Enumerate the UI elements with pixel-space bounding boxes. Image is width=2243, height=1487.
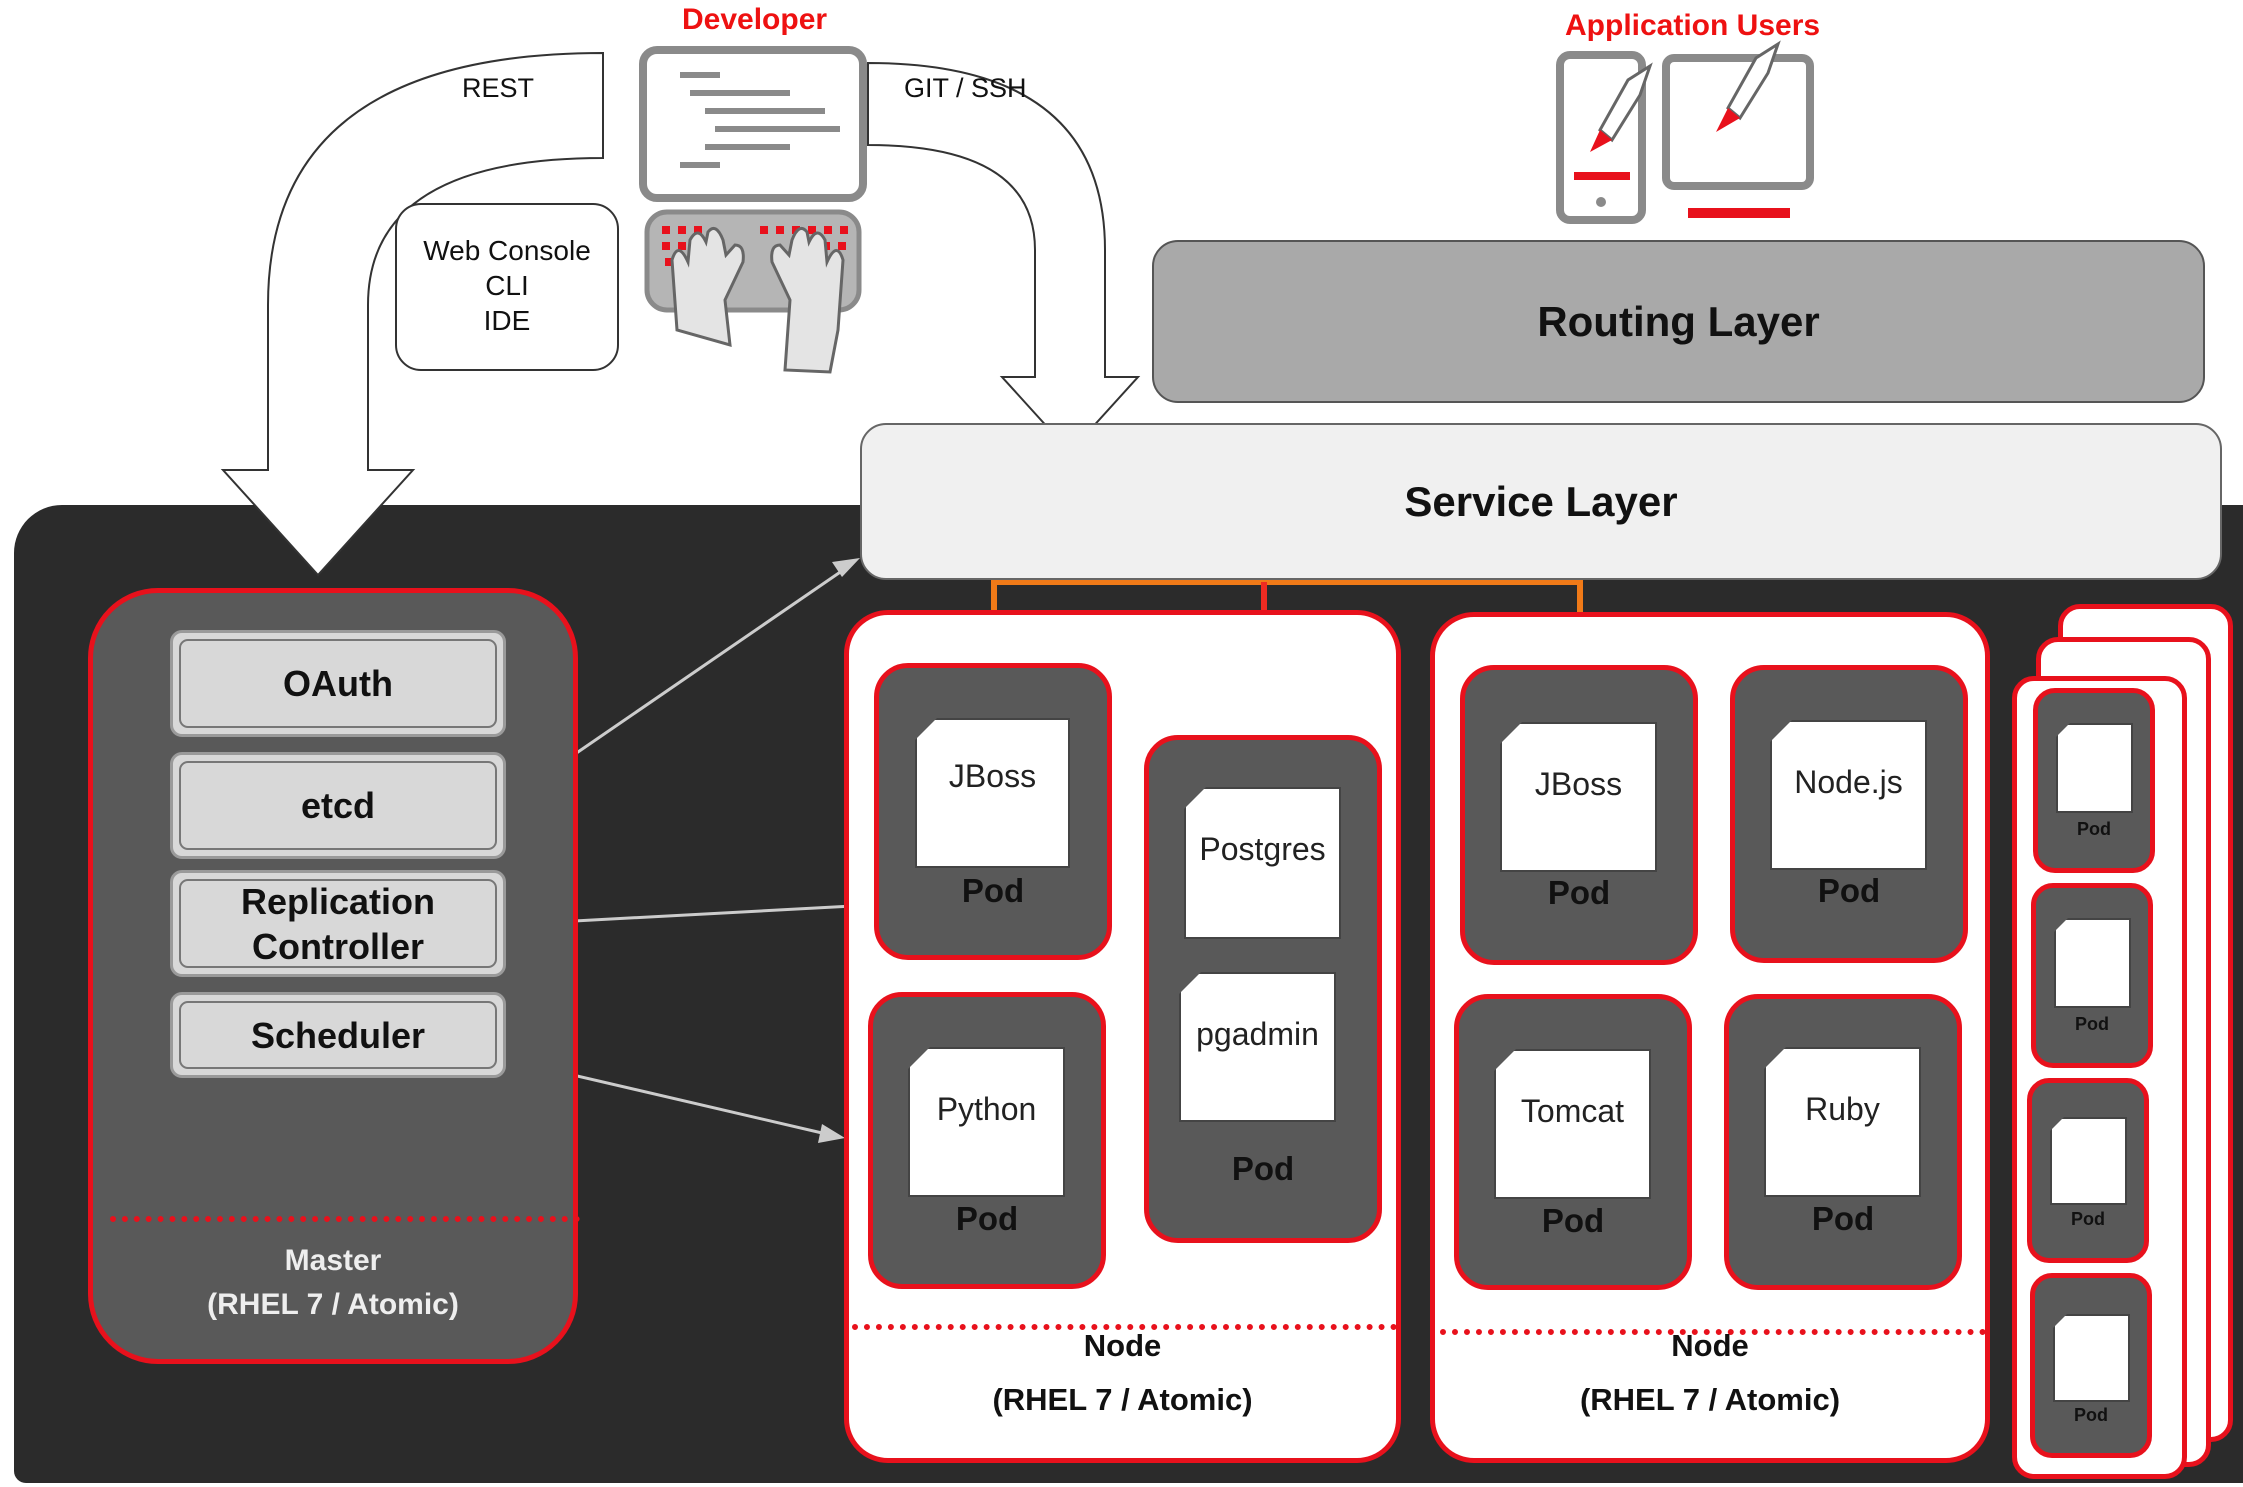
master-title: Master — [284, 1244, 382, 1277]
client-tools-box: Web Console CLI IDE — [395, 203, 619, 371]
scheduler-component: Scheduler — [170, 992, 506, 1078]
app-users-icon — [1556, 40, 1814, 224]
node1-title: Node — [1083, 1328, 1162, 1363]
git-arrow — [867, 61, 1141, 454]
rest-label: REST — [462, 73, 535, 103]
master-divider — [110, 1216, 580, 1222]
more-nodes-pod-4: Pod — [2030, 1273, 2152, 1458]
node2-pod-tomcat: Tomcat Pod — [1454, 994, 1692, 1290]
node2-pod-jboss: JBoss Pod — [1460, 665, 1698, 965]
etcd-arrowhead — [832, 558, 860, 577]
node1-divider — [852, 1324, 1397, 1330]
more-nodes-pod-1: Pod — [2033, 688, 2155, 873]
node1-pod-jboss: JBoss Pod — [874, 663, 1112, 960]
node2-pod-ruby: Ruby Pod — [1724, 994, 1962, 1290]
controller-label: Controller — [251, 925, 424, 967]
cli-label: CLI — [485, 270, 529, 301]
master-subtitle: (RHEL 7 / Atomic) — [207, 1288, 459, 1321]
node1-subtitle: (RHEL 7 / Atomic) — [992, 1382, 1253, 1417]
etcd-component: etcd — [170, 752, 506, 859]
replication-label: Replication — [240, 880, 436, 922]
oauth-component: OAuth — [170, 630, 506, 737]
more-nodes-pod-3: Pod — [2027, 1078, 2149, 1263]
app-users-label: Application Users — [1565, 9, 1821, 42]
scheduler-arrowhead — [818, 1124, 845, 1143]
node2-pod-nodejs: Node.js Pod — [1730, 665, 1968, 963]
web-console-label: Web Console — [423, 235, 591, 266]
routing-layer: Routing Layer — [1152, 240, 2205, 403]
ide-label: IDE — [483, 305, 531, 336]
node2-subtitle: (RHEL 7 / Atomic) — [1579, 1382, 1841, 1417]
developer-label: Developer — [682, 3, 828, 36]
more-nodes-pod-2: Pod — [2031, 883, 2153, 1068]
node1-pod-python: Python Pod — [868, 992, 1106, 1289]
node1-pod-postgres: Postgres pgadmin Pod — [1144, 735, 1382, 1243]
service-layer: Service Layer — [860, 423, 2222, 580]
rest-arrow — [220, 51, 604, 577]
git-ssh-label: GIT / SSH — [904, 73, 1027, 103]
node2-divider — [1440, 1329, 1986, 1335]
developer-icon — [639, 46, 867, 374]
node2-title: Node — [1671, 1328, 1749, 1363]
